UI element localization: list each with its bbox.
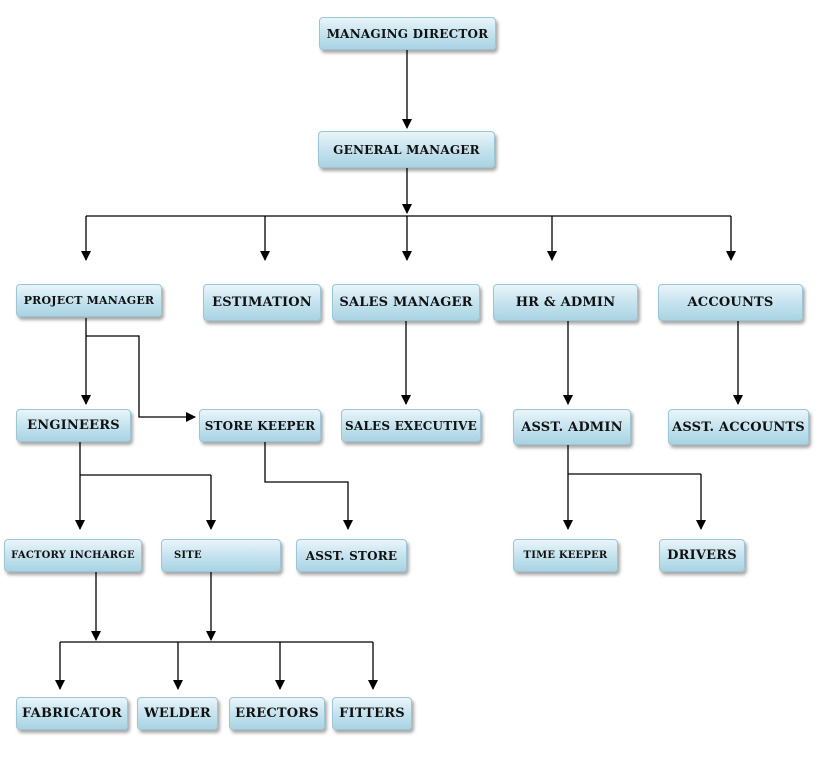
node-engineers: ENGINEERS: [16, 409, 131, 442]
node-drivers: DRIVERS: [659, 539, 745, 572]
node-asst-accounts: ASST. ACCOUNTS: [668, 409, 809, 445]
node-time-keeper: TIME KEEPER: [513, 539, 618, 572]
node-estimation: ESTIMATION: [203, 284, 321, 321]
node-welder: WELDER: [137, 697, 218, 730]
node-store-keeper: STORE KEEPER: [199, 409, 321, 442]
node-fitters: FITTERS: [332, 697, 412, 730]
node-hr-admin: HR & ADMIN: [493, 284, 638, 321]
arrow-to-store-keeper: [86, 335, 196, 422]
node-sales-executive: SALES EXECUTIVE: [341, 409, 481, 442]
node-general-manager: GENERAL MANAGER: [318, 131, 495, 168]
arrow-to-asst-store: [264, 442, 353, 530]
node-asst-store: ASST. STORE: [296, 539, 407, 572]
node-factory-incharge: FACTORY INCHARGE: [4, 539, 142, 572]
node-asst-admin: ASST. ADMIN: [513, 409, 631, 445]
node-project-manager: PROJECT MANAGER: [16, 284, 162, 317]
node-fabricator: FABRICATOR: [16, 697, 128, 730]
node-accounts: ACCOUNTS: [658, 284, 803, 321]
node-sales-manager: SALES MANAGER: [332, 284, 480, 321]
node-site: SITE: [161, 539, 281, 572]
node-erectors: ERECTORS: [229, 697, 325, 730]
node-managing-director: MANAGING DIRECTOR: [319, 17, 496, 50]
